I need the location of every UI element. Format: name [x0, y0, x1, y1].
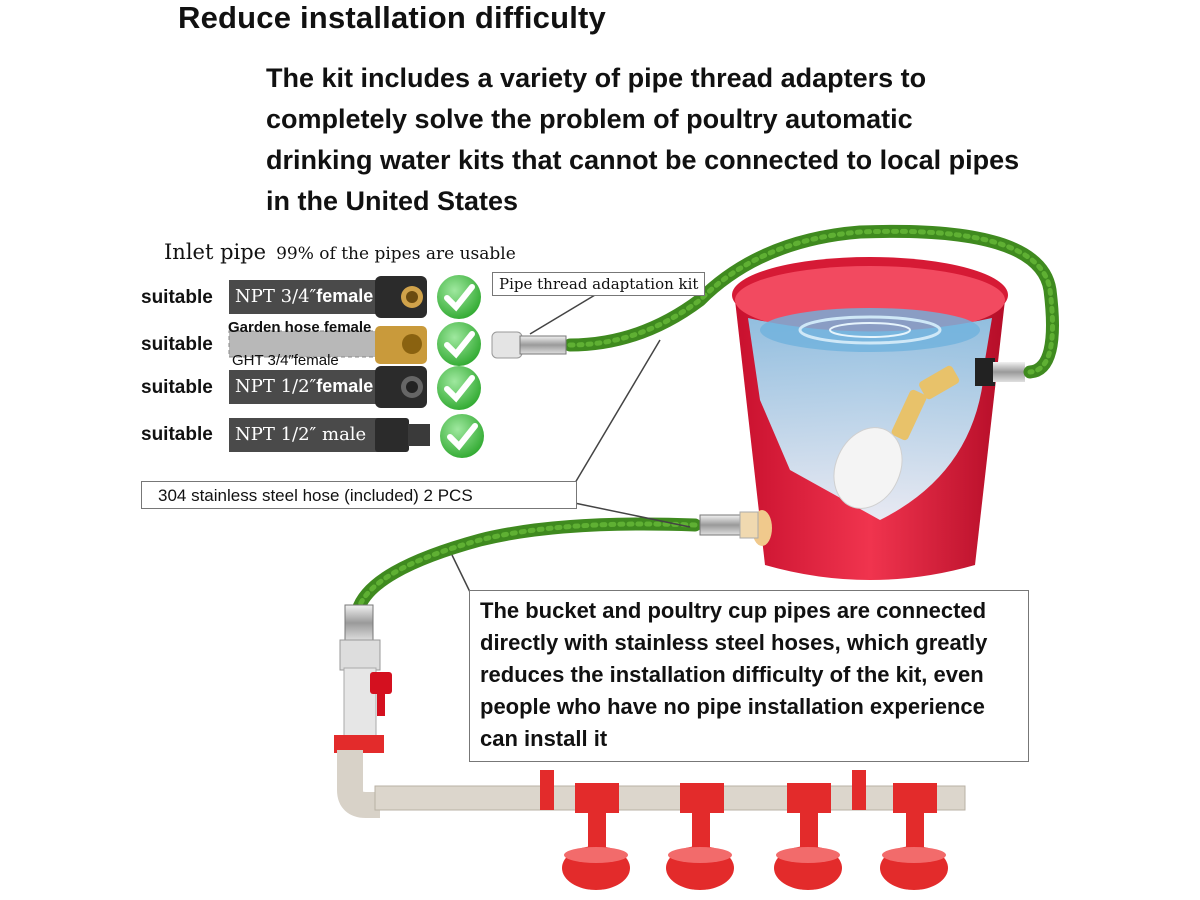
- inlet-heading-lead: Inlet pipe: [164, 240, 267, 264]
- check-icon: [437, 275, 484, 458]
- green-hose: [351, 224, 1059, 617]
- leader-lines: [451, 291, 691, 593]
- suitable-label: suitable: [141, 424, 213, 445]
- bucket-icon: [732, 257, 1008, 580]
- hose-label: 304 stainless steel hose (included) 2 PC…: [141, 481, 577, 509]
- cup-pipe: [374, 770, 966, 813]
- suitable-label: suitable: [141, 334, 213, 355]
- pipe-type-label: NPT 1/2″ male: [235, 424, 367, 445]
- suitable-label: suitable: [141, 287, 213, 308]
- pipe-type-bold: female: [316, 376, 374, 396]
- inlet-heading: Inlet pipe 99% of the pipes are usable: [164, 240, 516, 264]
- pipe-type-label-bottom: GHT 3/4″female: [232, 352, 339, 369]
- pipe-type-main: NPT 1/2″: [235, 376, 317, 397]
- info-box: The bucket and poultry cup pipes are con…: [469, 590, 1029, 762]
- kit-label: Pipe thread adaptation kit: [492, 272, 706, 296]
- ball-valve-icon: [334, 639, 392, 818]
- float-valve-icon: [833, 358, 1025, 509]
- pipe-type-main: NPT 3/4″: [235, 286, 317, 307]
- pipe-type-bold: female: [316, 286, 374, 306]
- pipe-type-label: NPT 1/2″female: [235, 376, 373, 397]
- fittings: [344, 331, 759, 642]
- pipe-type-label: NPT 3/4″female: [235, 286, 373, 307]
- suitable-label: suitable: [141, 377, 213, 398]
- pipe-type-label-top: Garden hose female: [228, 319, 372, 336]
- inlet-pipes: [228, 276, 430, 452]
- subtitle: The kit includes a variety of pipe threa…: [266, 63, 1020, 216]
- inlet-heading-rest: 99% of the pipes are usable: [276, 244, 516, 264]
- water-cup-icon: [562, 812, 948, 890]
- page-title: Reduce installation difficulty: [178, 0, 606, 35]
